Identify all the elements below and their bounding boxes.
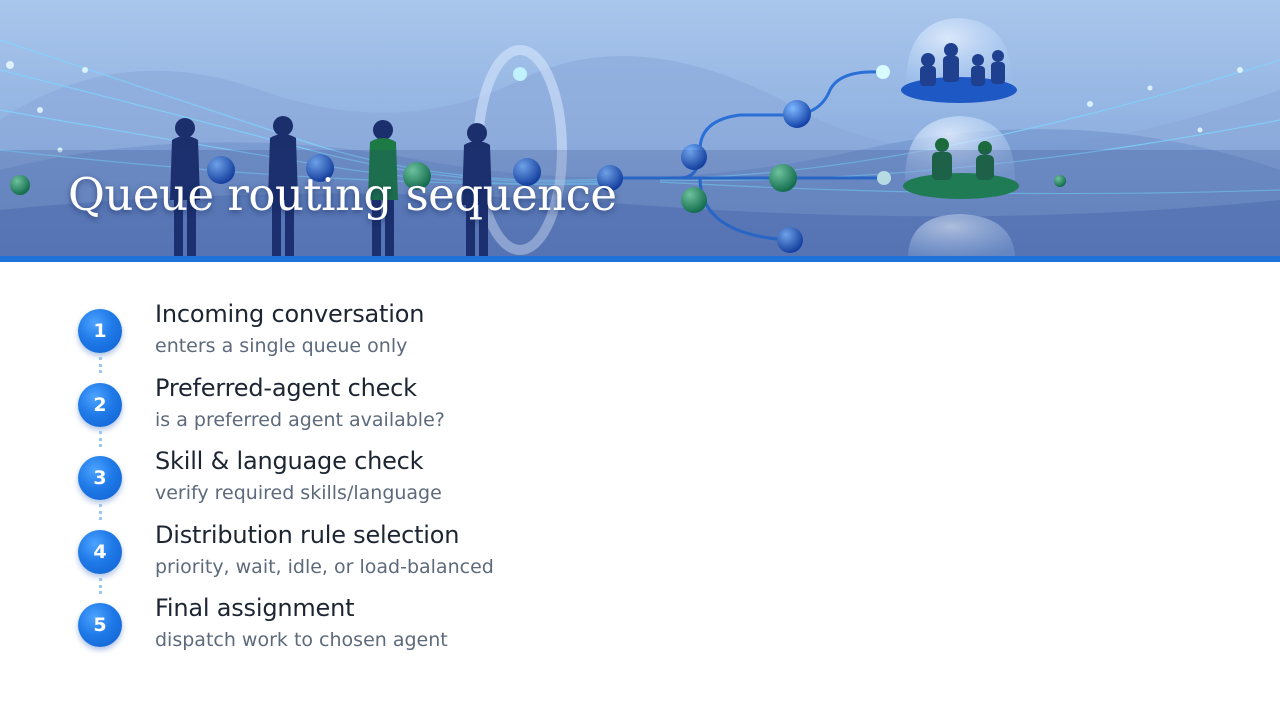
step-connector xyxy=(99,577,102,594)
step-number-badge: 4 xyxy=(78,529,122,574)
step-item: 3 Skill & language check verify required… xyxy=(78,447,778,521)
step-connector xyxy=(99,430,102,447)
step-title: Final assignment xyxy=(155,594,355,622)
step-title: Incoming conversation xyxy=(155,300,425,328)
step-item: 4 Distribution rule selection priority, … xyxy=(78,521,778,595)
step-description: dispatch work to chosen agent xyxy=(155,629,448,651)
step-description: enters a single queue only xyxy=(155,335,408,357)
step-number-badge: 3 xyxy=(78,456,122,500)
banner-accent-line xyxy=(0,256,1280,262)
step-connector xyxy=(99,504,102,520)
step-number-badge: 5 xyxy=(78,603,122,647)
step-title: Preferred-agent check xyxy=(155,373,417,402)
step-title: Skill & language check xyxy=(155,447,424,475)
step-number-badge: 1 xyxy=(78,309,122,353)
step-description: verify required skills/language xyxy=(155,482,442,504)
step-description: is a preferred agent available? xyxy=(155,408,445,431)
step-description: priority, wait, idle, or load-balanced xyxy=(155,555,494,578)
step-title: Distribution rule selection xyxy=(155,520,460,549)
step-item: 1 Incoming conversation enters a single … xyxy=(78,300,778,374)
routing-illustration xyxy=(0,0,1280,256)
step-item: 5 Final assignment dispatch work to chos… xyxy=(78,594,778,668)
step-item: 2 Preferred-agent check is a preferred a… xyxy=(78,374,778,448)
header-banner: Queue routing sequence xyxy=(0,0,1280,256)
page-title: Queue routing sequence xyxy=(68,168,617,221)
routing-steps-list: 1 Incoming conversation enters a single … xyxy=(78,300,778,668)
step-number-badge: 2 xyxy=(78,382,122,427)
step-connector xyxy=(99,357,102,373)
